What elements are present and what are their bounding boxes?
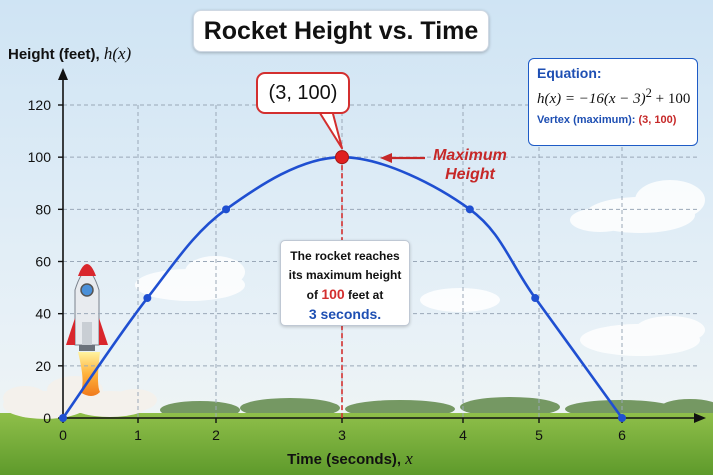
max-height-annotation: Maximum Height — [420, 146, 520, 184]
y-axis-label-text: Height (feet), — [8, 46, 104, 63]
smoke-cloud — [3, 376, 157, 419]
y-tick-label-120: 120 — [28, 97, 52, 113]
x-tick-label-0: 0 — [59, 427, 67, 443]
data-point-3 — [465, 205, 474, 214]
y-tick-label-60: 60 — [35, 254, 51, 270]
note-line3-value: 100 — [321, 286, 345, 302]
y-tick-label-20: 20 — [35, 358, 51, 374]
max-height-line2: Height — [445, 166, 495, 183]
y-tick-label-0: 0 — [43, 410, 51, 426]
background-clouds — [135, 180, 705, 356]
equation-vertex-label: Vertex (maximum): — [537, 114, 639, 126]
grass-ground — [0, 413, 713, 475]
note-line3-post: feet at — [344, 288, 384, 302]
equation-rhs: + 100 — [651, 91, 691, 107]
equation-heading: Equation: — [537, 65, 602, 81]
chart-title: Rocket Height vs. Time — [193, 10, 489, 52]
y-axis-label: Height (feet), h(x) — [8, 44, 131, 64]
equation-box: Equation: h(x) = −16(x − 3)2 + 100 Verte… — [528, 58, 698, 146]
equation-vertex-value: (3, 100) — [638, 114, 677, 126]
chart-ticks: 0 20 40 60 80 100 120 0 1 2 3 4 5 6 — [28, 97, 626, 443]
x-tick-label-3: 3 — [338, 427, 346, 443]
x-tick-label-5: 5 — [535, 427, 543, 443]
note-line4: 3 seconds. — [308, 306, 382, 322]
data-point-2 — [222, 205, 231, 214]
y-axis-label-var: h(x) — [103, 44, 132, 63]
data-point-1 — [143, 294, 152, 303]
equation-exponent: 2 — [645, 86, 652, 100]
x-axis-arrow — [694, 413, 706, 423]
info-note-box: The rocket reaches its maximum height of… — [280, 240, 410, 326]
equation-vertex: Vertex (maximum): (3, 100) — [537, 114, 689, 126]
equation-formula: h(x) = −16(x − 3)2 + 100 — [537, 86, 691, 108]
note-line3-pre: of — [306, 288, 322, 302]
rocket-icon — [66, 264, 108, 396]
data-point-5 — [618, 414, 626, 422]
x-axis-label-text: Time (seconds), — [287, 451, 406, 468]
max-height-line1: Maximum — [433, 147, 507, 164]
x-tick-label-2: 2 — [212, 427, 220, 443]
y-tick-label-80: 80 — [35, 201, 51, 217]
y-tick-label-40: 40 — [35, 306, 51, 322]
note-line3: of 100 feet at — [287, 285, 403, 305]
data-point-4 — [531, 294, 540, 303]
note-line2: its maximum height — [288, 268, 402, 282]
x-axis-label: Time (seconds), x — [270, 449, 430, 469]
vertex-callout: (3, 100) — [256, 72, 350, 114]
equation-lhs: h(x) = −16(x − 3) — [537, 91, 646, 107]
y-axis-arrow — [58, 68, 68, 80]
chart-axes — [58, 68, 706, 423]
max-arrow-head — [380, 153, 392, 163]
x-tick-label-6: 6 — [618, 427, 626, 443]
y-tick-label-100: 100 — [28, 149, 52, 165]
note-line1: The rocket reaches — [290, 249, 400, 263]
data-point-0 — [59, 414, 67, 422]
x-tick-label-1: 1 — [134, 427, 142, 443]
vertex-point — [335, 150, 349, 165]
x-tick-label-4: 4 — [459, 427, 467, 443]
x-axis-label-var: x — [405, 449, 413, 468]
